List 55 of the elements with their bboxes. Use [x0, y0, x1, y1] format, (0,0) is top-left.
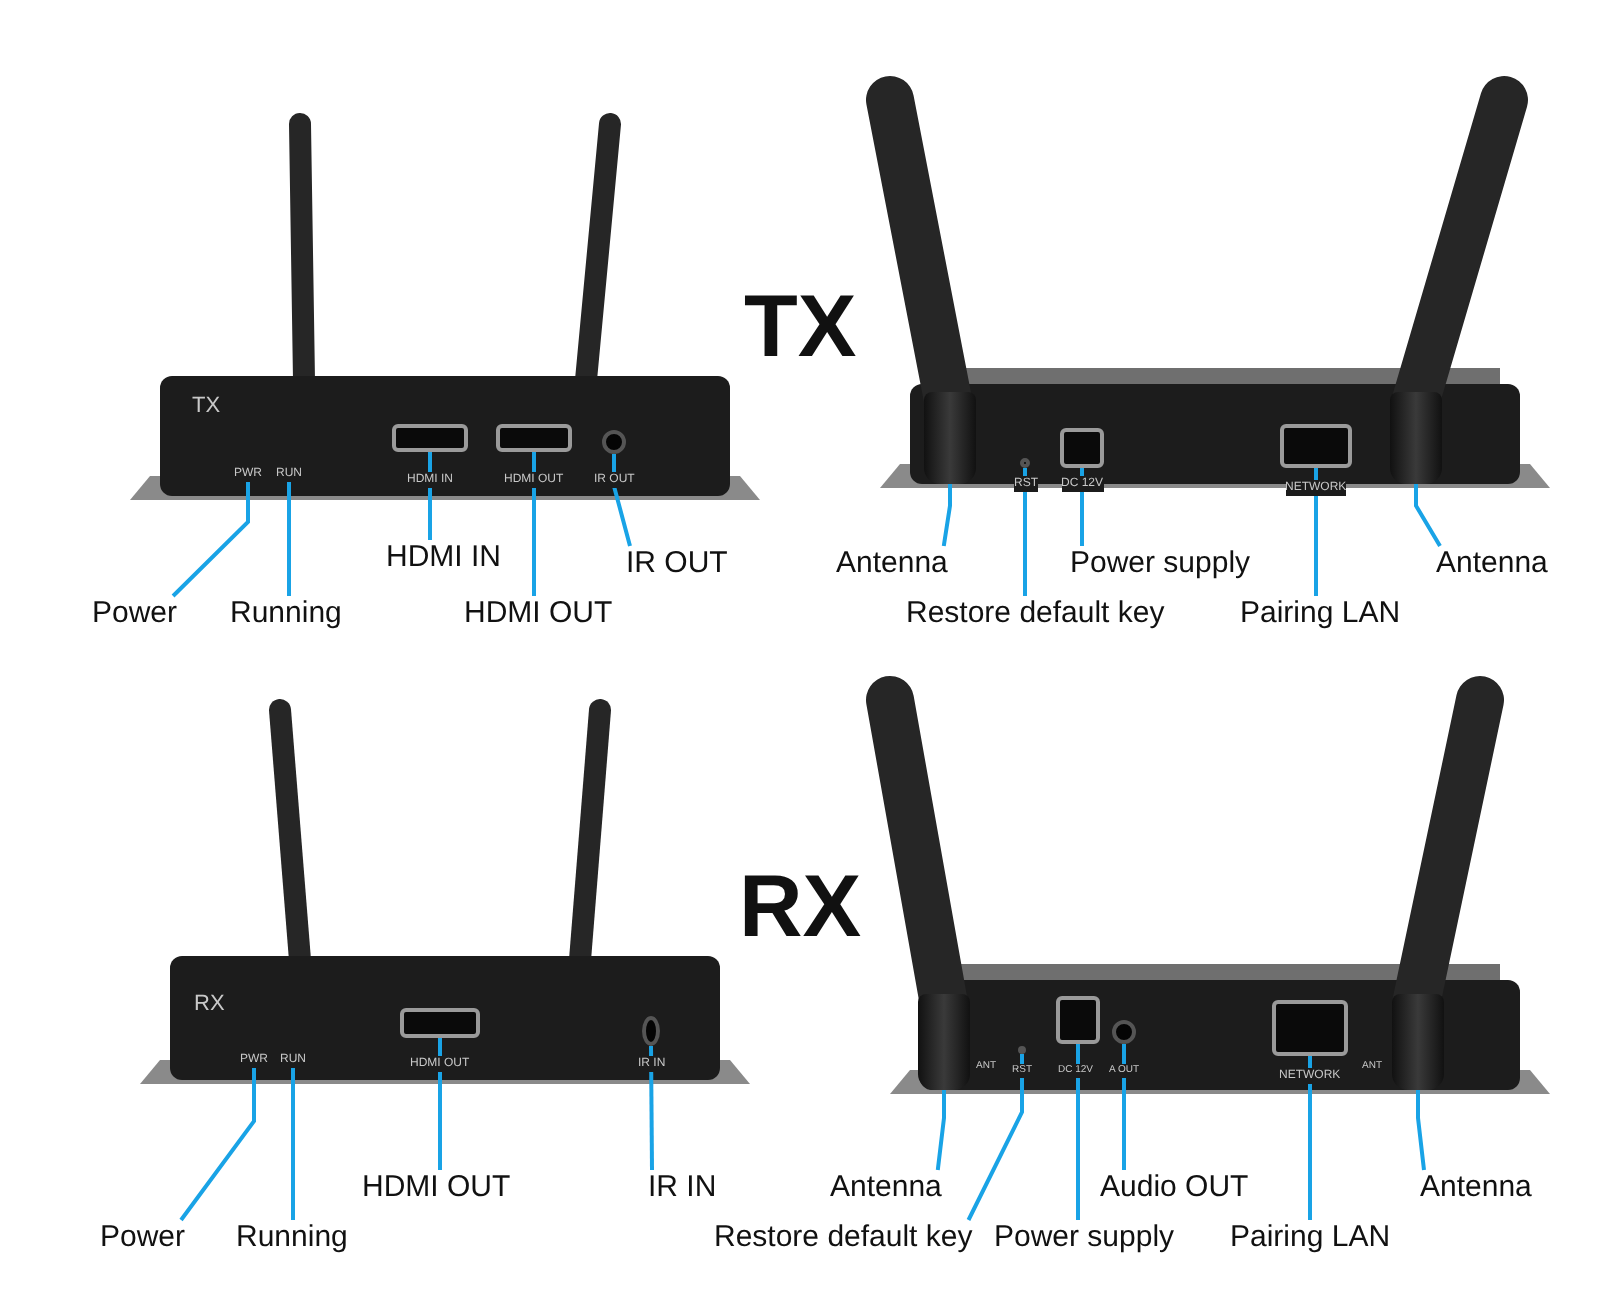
- leader-line: [438, 1038, 442, 1170]
- power-jack: [1060, 428, 1104, 468]
- hdmi-port: [392, 424, 468, 452]
- leader-line: [1023, 468, 1027, 596]
- callout-label: Power: [100, 1220, 186, 1254]
- leader-line: [179, 1068, 256, 1222]
- leader-line: [966, 1054, 1024, 1221]
- callout-label: Power supply: [994, 1220, 1175, 1254]
- power-jack: [1056, 996, 1100, 1044]
- leader-line: [171, 482, 250, 598]
- leader-line: [1308, 1056, 1312, 1220]
- callout-label: Power supply: [1070, 546, 1251, 580]
- callout-label: Running: [236, 1220, 348, 1254]
- antenna-base: [1390, 392, 1442, 484]
- callout-label: IR OUT: [626, 546, 728, 580]
- callout-label: Audio OUT: [1100, 1170, 1249, 1204]
- callout-label: IR IN: [648, 1170, 717, 1204]
- callout-label: Pairing LAN: [1240, 596, 1401, 630]
- antenna-base: [918, 994, 970, 1090]
- callout-label: Running: [230, 596, 342, 630]
- callout-label: Antenna: [830, 1170, 942, 1204]
- antenna-base: [924, 392, 976, 484]
- callout-label: HDMI OUT: [464, 596, 613, 630]
- callout-label: Antenna: [1420, 1170, 1532, 1204]
- callout-label: Pairing LAN: [1230, 1220, 1391, 1254]
- leader-line: [935, 1090, 946, 1171]
- leader-line: [1416, 1090, 1426, 1171]
- leader-line: [532, 452, 536, 596]
- leader-line: [287, 482, 291, 596]
- callout-label: Antenna: [1436, 546, 1548, 580]
- leader-line: [291, 1068, 295, 1220]
- reset-button: [1020, 458, 1030, 468]
- hdmi-port: [496, 424, 572, 452]
- callout-label: Power: [92, 596, 178, 630]
- leader-line: [1080, 468, 1084, 546]
- leader-line: [1314, 468, 1318, 596]
- reset-button: [1018, 1046, 1026, 1054]
- leader-line: [1122, 1044, 1126, 1170]
- leader-line: [941, 484, 952, 547]
- callout-label: Restore default key: [906, 596, 1165, 630]
- ethernet-port: [1272, 1000, 1348, 1056]
- leader-line: [428, 452, 432, 540]
- callout-label: Antenna: [836, 546, 948, 580]
- big-heading: TX: [744, 284, 857, 372]
- leader-line: [1414, 484, 1442, 548]
- leader-line: [649, 1046, 654, 1170]
- big-heading: RX: [739, 864, 862, 952]
- hdmi-port: [400, 1008, 480, 1038]
- leader-line: [612, 454, 632, 547]
- callout-label: HDMI OUT: [362, 1170, 511, 1204]
- leader-line: [1076, 1044, 1080, 1220]
- callout-label: Restore default key: [714, 1220, 973, 1254]
- callout-label: HDMI IN: [386, 540, 501, 574]
- ethernet-port: [1280, 424, 1352, 468]
- antenna-base: [1392, 994, 1444, 1090]
